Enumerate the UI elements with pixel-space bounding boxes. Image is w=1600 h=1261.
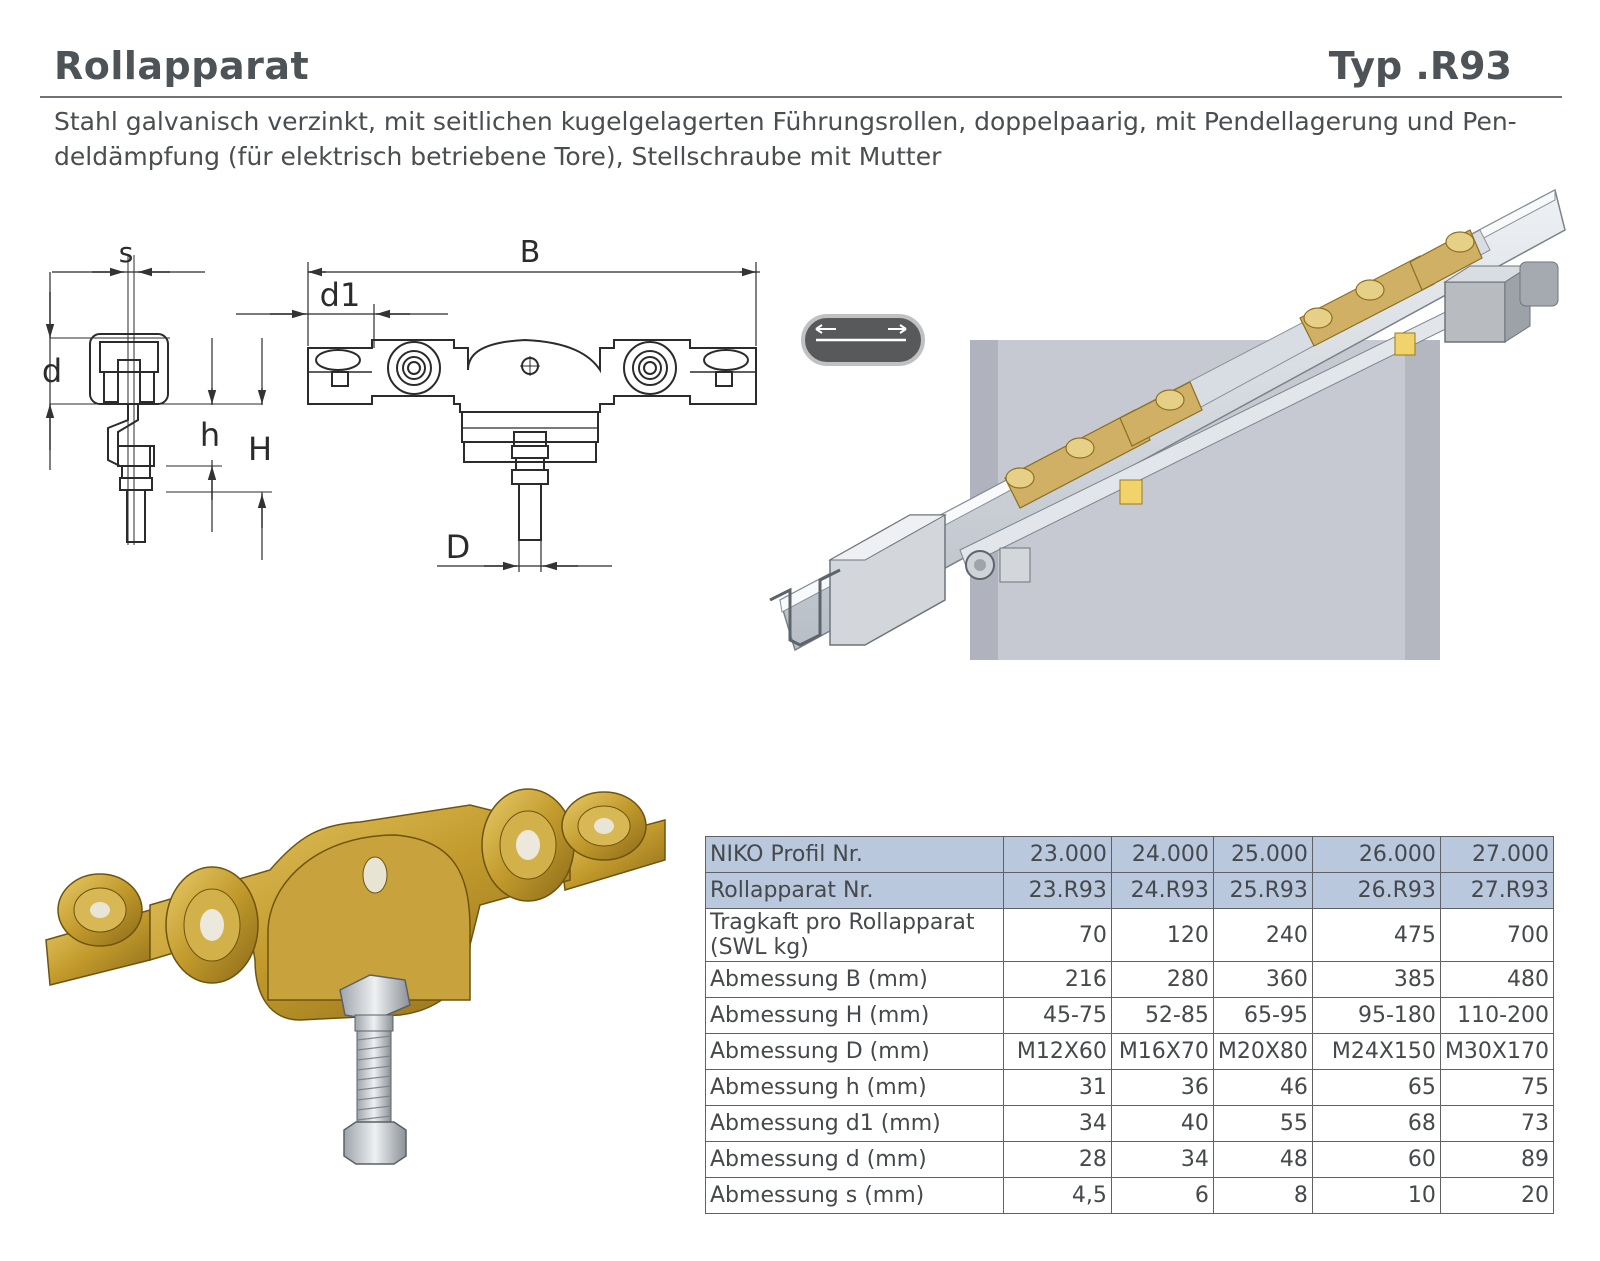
title-divider: [40, 96, 1562, 98]
table-cell: 70: [1002, 908, 1112, 962]
table-cell: 95-180: [1311, 997, 1441, 1034]
table-cell: M24X150: [1311, 1033, 1441, 1070]
table-cell: 68: [1311, 1105, 1441, 1142]
page-title: Rollapparat: [54, 44, 310, 88]
row-label: Abmessung d (mm): [705, 1141, 1004, 1178]
table-cell: 475: [1311, 908, 1441, 962]
table-cell: 700: [1439, 908, 1555, 962]
table-cell: 60: [1311, 1141, 1441, 1178]
table-cell: 25.R93: [1212, 872, 1313, 909]
table-cell: 27.000: [1439, 836, 1555, 873]
table-cell: M12X60: [1002, 1033, 1112, 1070]
table-cell: 8: [1212, 1177, 1313, 1214]
row-label: Abmessung d1 (mm): [705, 1105, 1004, 1142]
dim-label-H: H: [248, 430, 272, 468]
table-cell: 28: [1002, 1141, 1112, 1178]
table-cell: 65: [1311, 1069, 1441, 1106]
table-cell: 24.000: [1110, 836, 1214, 873]
table-cell: 6: [1110, 1177, 1214, 1214]
dim-label-B: B: [520, 235, 541, 270]
table-cell: 48: [1212, 1141, 1313, 1178]
table-cell: 24.R93: [1110, 872, 1214, 909]
double-arrow-icon: [801, 314, 925, 366]
table-cell: M30X170: [1439, 1033, 1555, 1070]
dim-label-d1: d1: [320, 276, 361, 314]
table-cell: 480: [1439, 961, 1555, 998]
roller-product-photo: [45, 788, 666, 1165]
table-cell: 34: [1110, 1141, 1214, 1178]
front-view-drawing: [236, 262, 760, 572]
table-cell: 52-85: [1110, 997, 1214, 1034]
table-cell: 46: [1212, 1069, 1313, 1106]
table-cell: 36: [1110, 1069, 1214, 1106]
row-label: Abmessung H (mm): [705, 997, 1004, 1034]
table-cell: 110-200: [1439, 997, 1555, 1034]
row-label: Abmessung B (mm): [705, 961, 1004, 998]
rail-assembly-illustration: [769, 188, 1566, 660]
table-cell: 20: [1439, 1177, 1555, 1214]
table-cell: 55: [1212, 1105, 1313, 1142]
dim-label-s: s: [119, 236, 134, 269]
table-cell: 4,5: [1002, 1177, 1112, 1214]
description-line: deldämpfung (für elektrisch betriebene T…: [54, 142, 942, 171]
description-line: Stahl galvanisch verzinkt, mit seitliche…: [54, 107, 1517, 136]
row-label: NIKO Profil Nr.: [705, 836, 1004, 873]
row-label-line: Tragkaft pro Rollapparat: [710, 910, 975, 935]
table-cell: 385: [1311, 961, 1441, 998]
table-cell: 280: [1110, 961, 1214, 998]
table-cell: 73: [1439, 1105, 1555, 1142]
table-cell: 23.R93: [1002, 872, 1112, 909]
product-description: Stahl galvanisch verzinkt, mit seitliche…: [54, 104, 1554, 174]
table-cell: 75: [1439, 1069, 1555, 1106]
row-label: Abmessung s (mm): [705, 1177, 1004, 1214]
table-cell: 65-95: [1212, 997, 1313, 1034]
dim-label-h: h: [200, 416, 220, 454]
table-cell: 26.R93: [1311, 872, 1441, 909]
table-cell: 240: [1212, 908, 1313, 962]
table-cell: 25.000: [1212, 836, 1313, 873]
table-cell: 45-75: [1002, 997, 1112, 1034]
table-cell: 360: [1212, 961, 1313, 998]
table-cell: 27.R93: [1439, 872, 1555, 909]
row-label: Abmessung D (mm): [705, 1033, 1004, 1070]
row-label: Rollapparat Nr.: [705, 872, 1004, 909]
table-cell: 31: [1002, 1069, 1112, 1106]
table-cell: 23.000: [1002, 836, 1112, 873]
table-cell: M16X70: [1110, 1033, 1214, 1070]
dim-label-D: D: [446, 528, 471, 566]
table-cell: 89: [1439, 1141, 1555, 1178]
table-cell: 34: [1002, 1105, 1112, 1142]
row-label: Tragkaft pro Rollapparat(SWL kg): [705, 908, 1004, 962]
side-view-drawing: [45, 255, 272, 560]
table-cell: 216: [1002, 961, 1112, 998]
dim-label-d: d: [42, 352, 62, 390]
row-label-line: (SWL kg): [710, 935, 809, 960]
table-cell: M20X80: [1212, 1033, 1313, 1070]
table-cell: 40: [1110, 1105, 1214, 1142]
row-label: Abmessung h (mm): [705, 1069, 1004, 1106]
table-cell: 120: [1110, 908, 1214, 962]
table-cell: 26.000: [1311, 836, 1441, 873]
type-label: Typ .R93: [1328, 44, 1512, 88]
table-cell: 10: [1311, 1177, 1441, 1214]
